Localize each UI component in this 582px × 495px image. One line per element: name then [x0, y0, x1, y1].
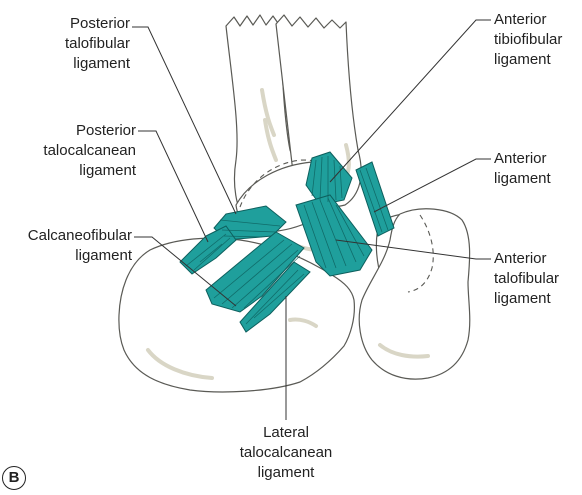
label-line: Anterior [494, 149, 580, 169]
label-line: talocalcanean [22, 141, 136, 161]
label-line: ligament [40, 54, 130, 74]
label-line: Anterior [494, 10, 580, 30]
label-line: ligament [494, 169, 580, 189]
label-line: Posterior [40, 14, 130, 34]
label-line: Lateral [226, 423, 346, 443]
label-line: tibiofibular [494, 30, 580, 50]
label-calcaneofibular: Calcaneofibular ligament [4, 226, 132, 266]
label-line: ligament [494, 50, 580, 70]
label-line: ligament [4, 246, 132, 266]
label-posterior-talofibular: Posterior talofibular ligament [40, 14, 130, 74]
label-line: ligament [22, 161, 136, 181]
leader-posterior-talofibular [132, 27, 236, 214]
panel-letter-badge: B [2, 466, 26, 490]
label-line: ligament [226, 463, 346, 483]
label-line: Anterior [494, 249, 580, 269]
label-line: ligament [494, 289, 580, 309]
anterior-ligament [356, 162, 394, 236]
cuboid-bone [359, 209, 470, 379]
label-line: talofibular [494, 269, 580, 289]
bones [119, 15, 470, 392]
label-anterior-tibiofibular: Anterior tibiofibular ligament [494, 10, 580, 70]
label-line: Posterior [22, 121, 136, 141]
label-line: talocalcanean [226, 443, 346, 463]
label-lateral-talocalcanean: Lateral talocalcanean ligament [226, 423, 346, 483]
leader-posterior-talocalcanean [138, 131, 208, 242]
leader-anterior [374, 159, 491, 212]
label-posterior-talocalcanean: Posterior talocalcanean ligament [22, 121, 136, 181]
label-anterior-talofibular: Anterior talofibular ligament [494, 249, 580, 309]
label-line: Calcaneofibular [4, 226, 132, 246]
label-line: talofibular [40, 34, 130, 54]
label-anterior: Anterior ligament [494, 149, 580, 189]
